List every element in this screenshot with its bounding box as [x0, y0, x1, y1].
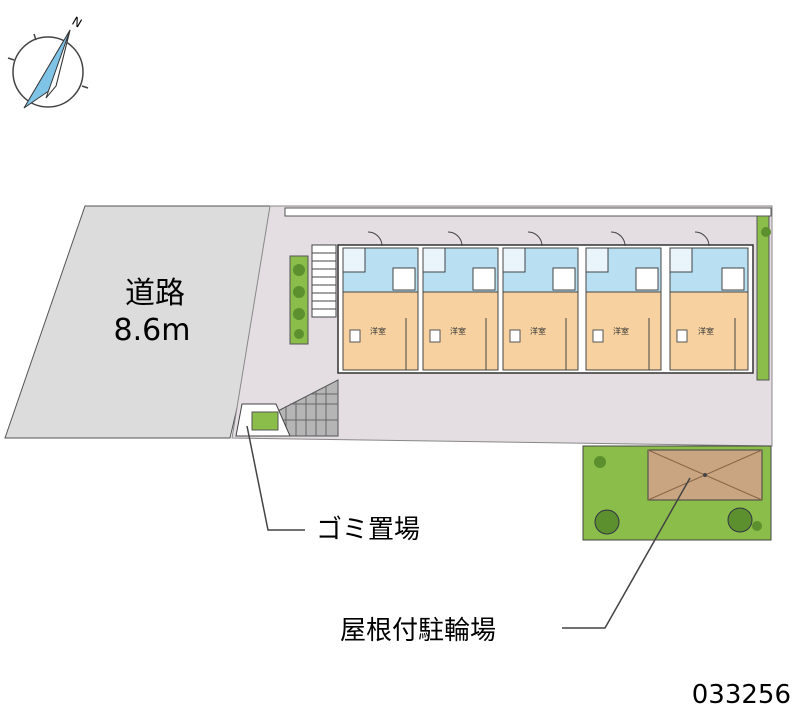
unit-3: 洋室	[502, 247, 579, 371]
room-label: 洋室	[613, 326, 629, 336]
room-label: 洋室	[530, 326, 546, 336]
room-label: 洋室	[450, 326, 466, 336]
garbage-area	[235, 403, 291, 437]
unit-2: 洋室	[422, 247, 499, 371]
staircase	[311, 244, 337, 318]
unit-5: 洋室	[669, 247, 749, 371]
entrance-doors	[367, 231, 710, 247]
bike-leader-line	[562, 477, 691, 629]
planter-left	[289, 255, 309, 345]
north-arrow-icon: N	[7, 14, 89, 109]
bike-parking-roof	[647, 449, 763, 501]
unit-1: 洋室	[342, 247, 419, 371]
planter-right	[756, 215, 771, 381]
unit-4: 洋室	[585, 247, 662, 371]
road	[4, 205, 285, 439]
room-label: 洋室	[698, 326, 714, 336]
road-width: 8.6m	[114, 313, 191, 348]
bike-parking-label: 屋根付駐輪場	[340, 616, 496, 646]
road-name: 道路	[125, 276, 185, 311]
garbage-leader-line	[246, 425, 305, 531]
property-code: 033256	[692, 680, 791, 710]
north-label: N	[70, 14, 85, 31]
garbage-label: ゴミ置場	[316, 515, 420, 545]
room-label: 洋室	[370, 326, 386, 336]
